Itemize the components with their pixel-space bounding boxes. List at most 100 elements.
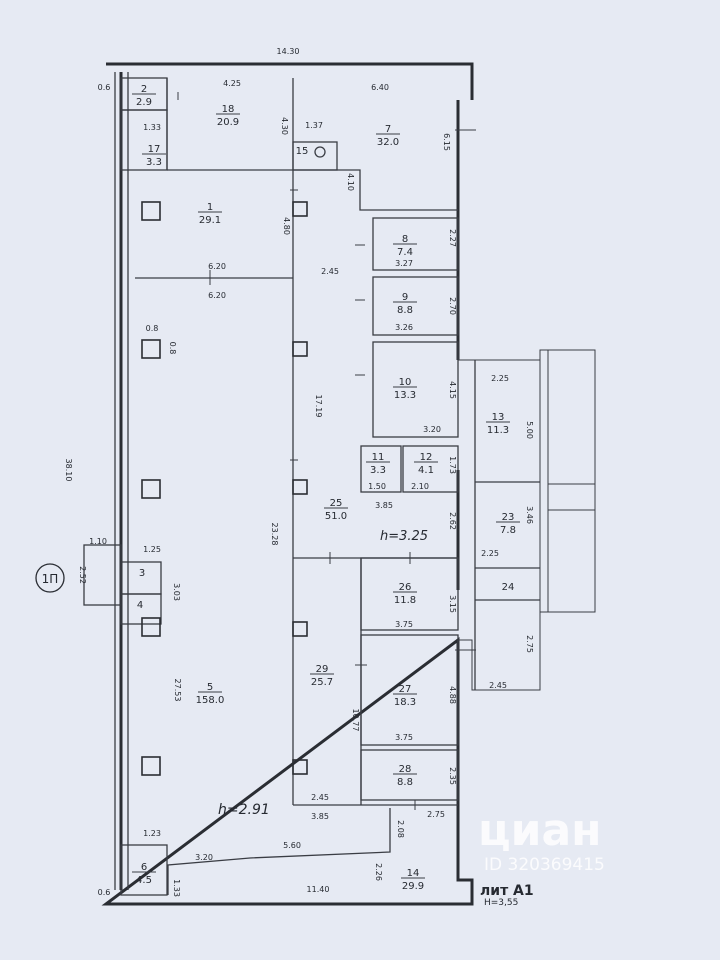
dimension-label: 3.26 (395, 323, 413, 332)
column (292, 759, 308, 775)
room-number-2: 2 (141, 84, 147, 95)
dimension-label: 1.50 (368, 482, 386, 491)
room-area-6: 4.5 (136, 875, 152, 886)
door-ticks (177, 92, 476, 810)
room-wall-11 (360, 445, 402, 493)
room-number-1: 1 (207, 202, 213, 213)
dimension-label: 11.40 (307, 885, 330, 894)
block-circle (35, 563, 65, 593)
room-number-4: 4 (137, 600, 143, 611)
dimension-label: 6.20 (208, 262, 226, 271)
room-area-1: 29.1 (199, 215, 221, 226)
dimension-label: 0.6 (98, 888, 111, 897)
room-area-5: 158.0 (196, 695, 225, 706)
room-number-8: 8 (402, 234, 408, 245)
dimension-label: 0.8 (146, 324, 159, 333)
watermark-logo: циан (478, 805, 602, 856)
dimension-label: 2.27 (448, 229, 457, 247)
dimension-label: 2.45 (311, 793, 329, 802)
room-number-7: 7 (385, 124, 391, 135)
room-wall-12 (402, 445, 459, 493)
dimension-label: 3.27 (395, 259, 413, 268)
dimension-label: 1.33 (143, 123, 161, 132)
room-area-18: 20.9 (217, 117, 239, 128)
dimension-label: 1.73 (448, 456, 457, 474)
room-number-26: 26 (399, 582, 412, 593)
column (292, 621, 308, 637)
dimension-label: 3.85 (311, 812, 329, 821)
dimension-label: 0.6 (98, 83, 111, 92)
height-main: h=2.91 (218, 802, 270, 818)
liter-height: H=3,55 (484, 898, 518, 908)
room-number-5: 5 (207, 682, 213, 693)
dimension-label: 6.20 (208, 291, 226, 300)
dimension-label: 2.25 (491, 374, 509, 383)
dimension-label: 10.77 (351, 709, 360, 732)
column (141, 201, 161, 221)
column (292, 341, 308, 357)
room-area-25: 51.0 (325, 511, 347, 522)
column (141, 756, 161, 776)
dimension-label: 6.40 (371, 83, 389, 92)
room-area-27: 18.3 (394, 697, 416, 708)
dimension-label: 27.53 (173, 679, 182, 702)
dimension-label: 17.19 (314, 395, 323, 418)
dimension-label: 5.00 (525, 421, 534, 439)
room-number-15: 15 (296, 146, 309, 157)
room-area-8: 7.4 (397, 247, 413, 258)
room-number-27: 27 (399, 684, 412, 695)
room-area-13: 11.3 (487, 425, 509, 436)
dimension-label: 5.60 (283, 841, 301, 850)
column (141, 479, 161, 499)
dimension-label: 4.30 (280, 117, 289, 135)
dimension-label: 1.10 (89, 537, 107, 546)
room-number-14: 14 (407, 868, 420, 879)
dimension-label: 4.88 (448, 686, 457, 704)
room-number-9: 9 (402, 292, 408, 303)
dimension-label: 4.80 (282, 217, 291, 235)
dimension-label: 1.23 (143, 829, 161, 838)
room-number-10: 10 (399, 377, 412, 388)
dimension-label: 3.85 (375, 501, 393, 510)
room-area-29: 25.7 (311, 677, 333, 688)
dimension-label: 4.15 (448, 381, 457, 399)
dimension-label: 3.46 (525, 506, 534, 524)
room-area-17: 3.3 (146, 157, 162, 168)
room-wall-8 (372, 217, 459, 271)
dimension-label: 1.33 (172, 879, 181, 897)
room-number-24: 24 (502, 582, 515, 593)
dimension-label: 2.25 (481, 549, 499, 558)
partition (167, 808, 391, 895)
column (141, 339, 161, 359)
dimension-label: 6.15 (442, 133, 451, 151)
room-number-13: 13 (492, 412, 505, 423)
height-corridor: h=3.25 (380, 529, 428, 544)
room-labels: 22.91820.9732.0173.315129.187.498.81013.… (132, 84, 520, 892)
room-number-3: 3 (139, 568, 145, 579)
stair-block (539, 349, 596, 613)
dimension-label: 1.25 (143, 545, 161, 554)
dimension-label: 2.35 (448, 767, 457, 785)
column (292, 479, 308, 495)
column (141, 617, 161, 637)
dimension-label: 2.10 (411, 482, 429, 491)
dimension-label: 2.08 (396, 820, 405, 838)
dimension-label: 2.62 (448, 512, 457, 530)
column (292, 201, 308, 217)
dimension-label: 4.25 (223, 79, 241, 88)
dimension-label: 3.15 (448, 595, 457, 613)
partition (293, 169, 458, 211)
dimension-label: 23.28 (270, 523, 279, 546)
liter-label: лит А1 (480, 883, 534, 899)
room-number-11: 11 (372, 452, 385, 463)
room-area-10: 13.3 (394, 390, 416, 401)
block-label: 1П (42, 572, 59, 586)
dimension-label: 3.75 (395, 733, 413, 742)
room-number-12: 12 (420, 452, 433, 463)
room-area-23: 7.8 (500, 525, 516, 536)
room-area-14: 29.9 (402, 881, 424, 892)
room-area-12: 4.1 (418, 465, 434, 476)
room-number-29: 29 (316, 664, 329, 675)
